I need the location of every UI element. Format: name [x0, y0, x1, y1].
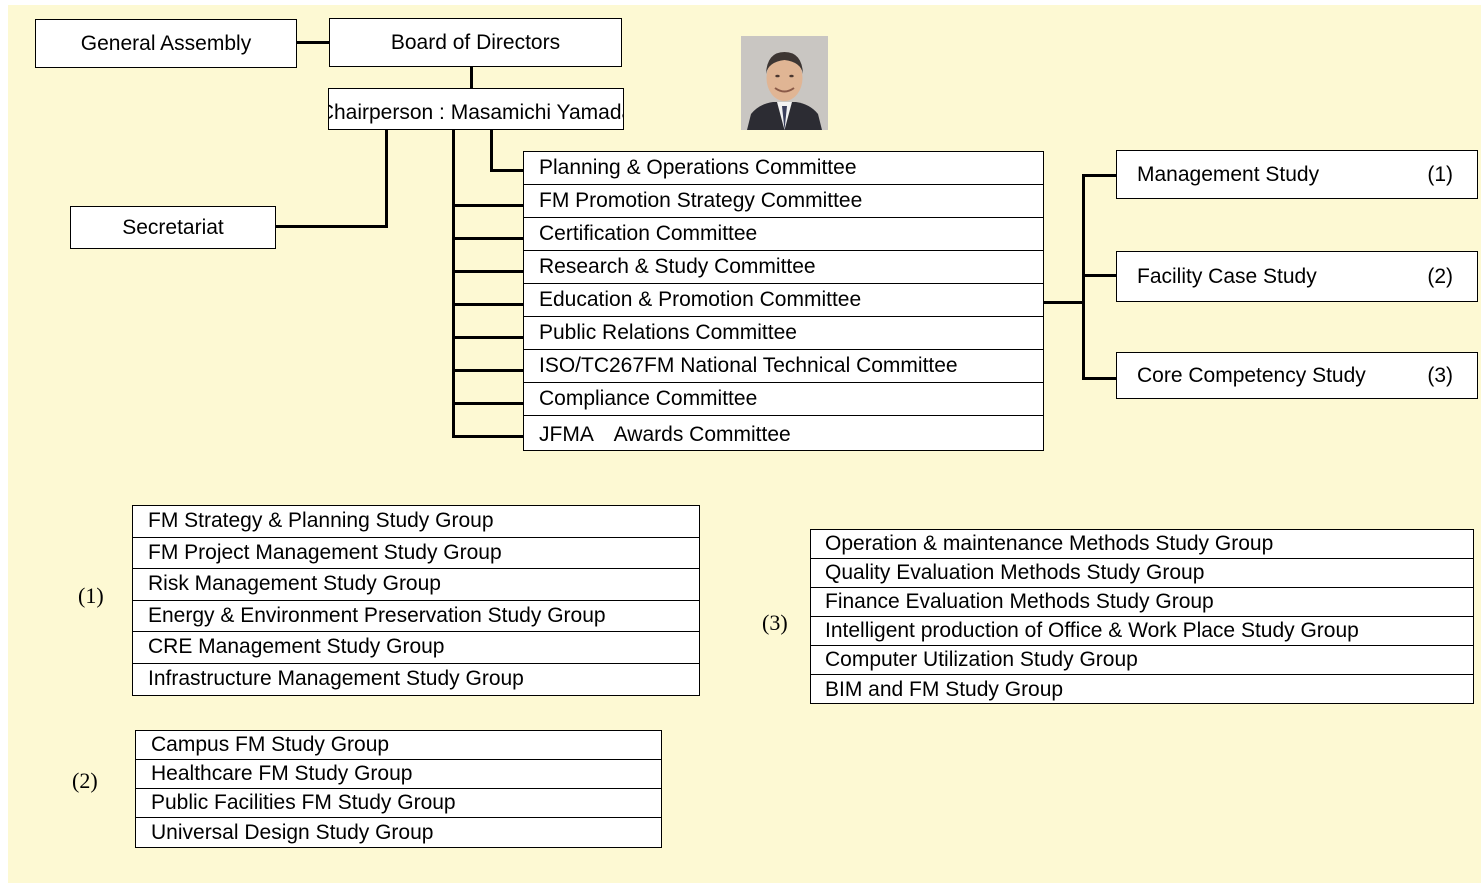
study-group-item: Campus FM Study Group	[136, 731, 661, 760]
study-box-facility-case: Facility Case Study (2)	[1116, 251, 1478, 302]
connector-chair-secretariat-v	[385, 130, 388, 228]
group-3-list: Operation & maintenance Methods Study Gr…	[810, 529, 1474, 704]
committee-branch	[452, 336, 525, 339]
connector-assembly-board	[296, 41, 330, 44]
board-of-directors-box: Board of Directors	[329, 18, 622, 67]
study-group-item: Universal Design Study Group	[151, 820, 434, 844]
committee-branch	[452, 435, 525, 438]
committee-list: Planning & Operations Committee FM Promo…	[523, 151, 1044, 451]
group-2-list: Campus FM Study Group Healthcare FM Stud…	[135, 730, 662, 848]
connector-chair-planning-v	[490, 130, 493, 172]
studies-branch	[1082, 174, 1117, 177]
study-group-item: Risk Management Study Group	[133, 569, 699, 601]
committee-item: FM Promotion Strategy Committee	[524, 185, 1043, 218]
study-group-item: Infrastructure Management Study Group	[148, 667, 524, 691]
study-group-item: Intelligent production of Office & Work …	[811, 617, 1473, 646]
committee-branch	[452, 237, 525, 240]
group-1-list: FM Strategy & Planning Study Group FM Pr…	[132, 505, 700, 696]
study-ref: (3)	[1427, 363, 1453, 387]
committee-item: Compliance Committee	[524, 383, 1043, 416]
study-box-core-competency: Core Competency Study (3)	[1116, 352, 1478, 399]
study-group-item: CRE Management Study Group	[133, 632, 699, 664]
studies-branch	[1082, 274, 1117, 277]
study-label: Management Study	[1137, 162, 1320, 186]
group-2-marker: (2)	[72, 768, 98, 793]
study-group-item: FM Project Management Study Group	[133, 538, 699, 569]
committee-branch	[452, 303, 525, 306]
study-group-item: Quality Evaluation Methods Study Group	[811, 559, 1473, 588]
secretariat-box: Secretariat	[70, 206, 276, 249]
study-group-item: Computer Utilization Study Group	[811, 646, 1473, 675]
committee-item: JFMA Awards Committee	[539, 422, 791, 446]
general-assembly-box: General Assembly	[35, 19, 297, 68]
committee-branch	[452, 270, 525, 273]
study-group-item: FM Strategy & Planning Study Group	[133, 506, 699, 538]
connector-chair-planning-h	[490, 169, 525, 172]
connector-chair-secretariat-h	[275, 225, 388, 228]
study-box-management: Management Study (1)	[1116, 150, 1478, 199]
committee-item: Education & Promotion Committee	[524, 284, 1043, 317]
committee-item: Research & Study Committee	[524, 251, 1043, 284]
chairperson-photo	[741, 36, 828, 130]
study-group-item: Public Facilities FM Study Group	[136, 789, 661, 818]
committee-branch	[452, 369, 525, 372]
study-ref: (1)	[1427, 162, 1453, 186]
study-group-item: Healthcare FM Study Group	[136, 760, 661, 789]
committee-spine	[452, 130, 455, 438]
study-group-item: Operation & maintenance Methods Study Gr…	[811, 530, 1473, 559]
committee-item: Planning & Operations Committee	[524, 152, 1043, 185]
committee-item: Public Relations Committee	[524, 317, 1043, 350]
connector-research-studies-h	[1043, 301, 1085, 304]
committee-branch	[452, 402, 525, 405]
study-group-item: Energy & Environment Preservation Study …	[133, 601, 699, 632]
group-3-marker: (3)	[762, 610, 788, 635]
study-label: Facility Case Study	[1137, 264, 1317, 288]
study-group-item: BIM and FM Study Group	[825, 677, 1064, 701]
connector-board-chair	[470, 66, 473, 89]
study-group-item: Finance Evaluation Methods Study Group	[811, 588, 1473, 617]
study-label: Core Competency Study	[1137, 363, 1366, 387]
chairperson-box: Chairperson : Masamichi Yamada	[328, 88, 624, 130]
studies-spine	[1082, 174, 1085, 380]
group-1-marker: (1)	[78, 583, 104, 608]
committee-item: ISO/TC267FM National Technical Committee	[524, 350, 1043, 383]
study-ref: (2)	[1427, 264, 1453, 288]
committee-item: Certification Committee	[524, 218, 1043, 251]
committee-branch	[452, 204, 525, 207]
studies-branch	[1082, 377, 1117, 380]
